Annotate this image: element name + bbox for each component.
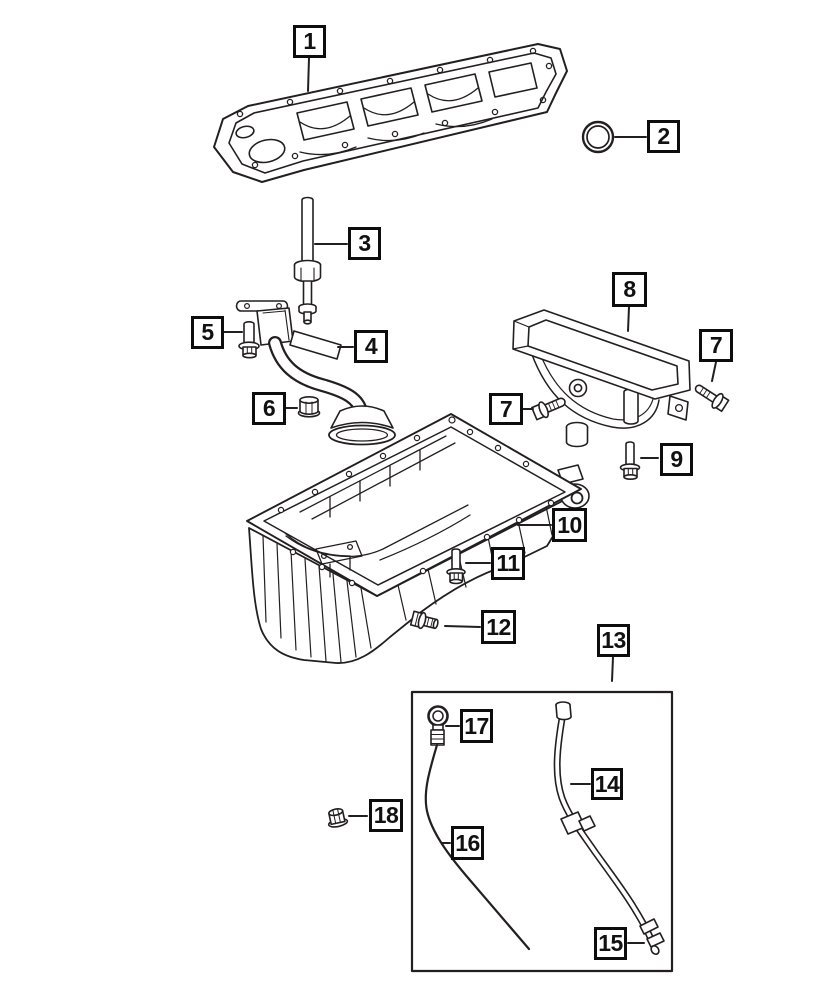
oil-pan-drawing xyxy=(246,413,590,664)
callout-12: 12 xyxy=(481,610,516,644)
callout-label-5: 5 xyxy=(201,319,214,345)
callout-3: 3 xyxy=(348,227,381,260)
callout-8: 8 xyxy=(612,272,647,307)
callout-label-12: 12 xyxy=(486,613,511,640)
nut-6-drawing xyxy=(297,395,321,418)
callout-6: 6 xyxy=(252,392,286,425)
nut-18-drawing xyxy=(327,808,349,828)
oil-pickup-tube-drawing xyxy=(235,300,396,446)
callout-13: 13 xyxy=(597,624,630,657)
callout-14: 14 xyxy=(591,768,623,800)
dipstick-tube-drawing xyxy=(553,701,665,955)
callout-label-17: 17 xyxy=(464,712,489,739)
callout-label-13: 13 xyxy=(601,627,626,653)
callout-label-9: 9 xyxy=(670,446,683,472)
callout-label-3: 3 xyxy=(358,230,371,256)
callout-label-2: 2 xyxy=(657,123,670,149)
leader-line-12 xyxy=(444,625,481,628)
dipstick-drawing xyxy=(424,705,531,951)
callout-11: 11 xyxy=(491,547,525,580)
support-bracket-drawing xyxy=(512,309,691,448)
bolt-7-left-drawing xyxy=(531,397,566,421)
callout-label-7b: 7 xyxy=(709,332,723,358)
callout-18: 18 xyxy=(369,799,403,832)
callout-label-6: 6 xyxy=(262,395,276,421)
callout-15: 15 xyxy=(594,927,627,960)
oil-pan-gasket-drawing xyxy=(213,43,568,183)
callout-5: 5 xyxy=(191,316,224,349)
dipstick-inset-box xyxy=(410,690,674,973)
callout-label-10: 10 xyxy=(557,511,582,538)
bolt-11-drawing xyxy=(446,548,466,585)
callout-9: 9 xyxy=(660,443,693,476)
callout-label-11: 11 xyxy=(496,550,520,576)
drain-plug-drawing xyxy=(409,610,439,630)
bolt-7-right-drawing xyxy=(694,384,730,413)
leader-line-8 xyxy=(627,306,630,332)
stud-drawing xyxy=(293,196,322,325)
callout-label-16: 16 xyxy=(455,829,480,856)
bolt-9-drawing xyxy=(619,441,641,480)
callout-label-18: 18 xyxy=(373,802,399,828)
callout-7b: 7 xyxy=(699,329,733,362)
callout-label-7a: 7 xyxy=(499,395,513,422)
leader-line-7b xyxy=(711,361,717,382)
callout-label-8: 8 xyxy=(623,276,636,302)
callout-1: 1 xyxy=(293,25,326,58)
o-ring-drawing xyxy=(581,120,615,154)
leader-line-1 xyxy=(307,57,310,92)
callout-7a: 7 xyxy=(489,393,523,425)
bolt-5-drawing xyxy=(238,321,260,359)
callout-4: 4 xyxy=(354,330,388,363)
callout-16: 16 xyxy=(451,826,484,860)
callout-label-1: 1 xyxy=(303,28,316,54)
callout-label-14: 14 xyxy=(594,770,620,797)
callout-2: 2 xyxy=(647,120,680,153)
callout-10: 10 xyxy=(552,508,587,542)
callout-label-15: 15 xyxy=(598,930,623,956)
callout-label-4: 4 xyxy=(364,333,378,359)
callout-17: 17 xyxy=(460,709,493,743)
leader-line-13 xyxy=(611,656,614,682)
